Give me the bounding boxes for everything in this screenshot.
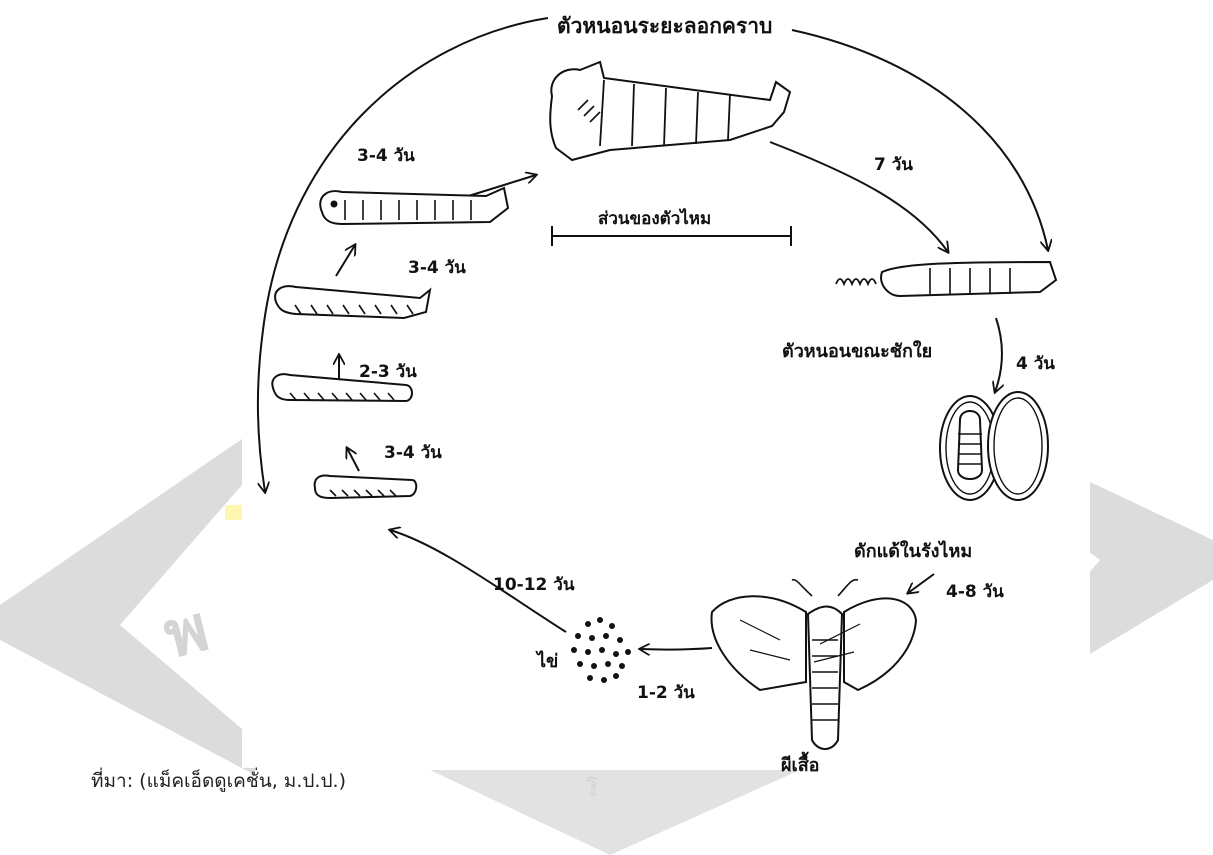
duration-left-lower: 3-4 วัน	[384, 443, 442, 463]
duration-pupa: 4-8 วัน	[946, 582, 1004, 602]
label-molting-larva: ตัวหนอนระยะลอกคราบ	[557, 14, 772, 38]
duration-egg-hatch: 10-12 วัน	[493, 575, 575, 595]
svg-text:รู: รู	[585, 768, 598, 797]
label-pupa-in-cocoon: ดักแด้ในรังไหม	[854, 540, 972, 562]
duration-left-upper: 3-4 วัน	[408, 258, 466, 278]
label-silkworm-length: ส่วนของตัวไหม	[598, 208, 711, 229]
label-moth: ผีเสื้อ	[781, 751, 820, 776]
larva-stage-1	[315, 476, 417, 499]
source-caption: ที่มา: (แม็คเอ็ดดูเคชั่น, ม.ป.ป.)	[91, 766, 346, 796]
duration-left-mid: 2-3 วัน	[359, 362, 417, 382]
duration-top-left: 3-4 วัน	[357, 146, 415, 166]
label-larva-spinning: ตัวหนอนขณะชักใย	[782, 340, 932, 362]
duration-moth-egg: 1-2 วัน	[637, 683, 695, 703]
duration-seven: 7 วัน	[874, 155, 913, 175]
duration-four: 4 วัน	[1016, 354, 1055, 374]
label-egg: ไข่	[535, 650, 558, 672]
svg-text:พ: พ	[157, 591, 216, 673]
